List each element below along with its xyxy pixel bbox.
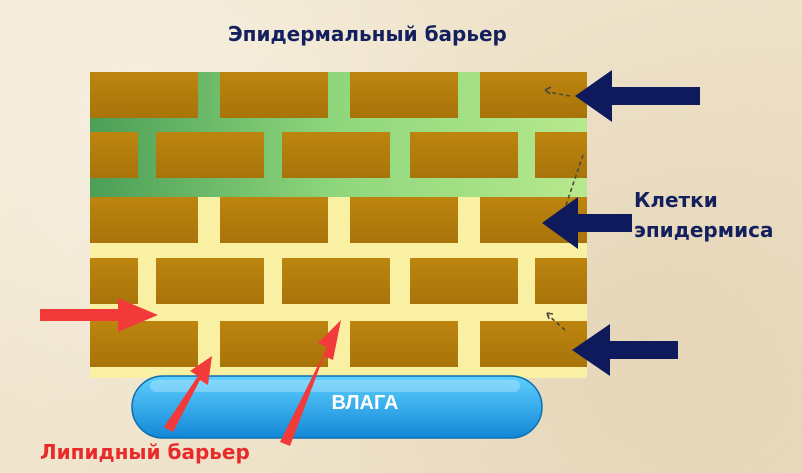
arrow-up-icon — [280, 320, 341, 446]
red-arrows — [40, 298, 341, 446]
diagram-title: Эпидермальный барьер — [228, 22, 507, 46]
moisture-pill — [131, 375, 543, 439]
lipid-barrier-label: Липидный барьер — [40, 440, 250, 464]
brick — [220, 72, 328, 118]
brick — [350, 197, 458, 243]
brick — [480, 72, 587, 118]
brick — [480, 321, 587, 367]
moisture-highlight — [150, 380, 520, 392]
brick — [410, 132, 518, 178]
brick — [156, 258, 264, 304]
brick — [90, 258, 138, 304]
arrow-left-icon — [40, 298, 158, 332]
cells-label-line-2: эпидермиса — [634, 218, 774, 242]
brick — [90, 72, 198, 118]
brick — [535, 258, 587, 304]
epidermis-cells-label: Клетки эпидермиса — [634, 185, 773, 245]
brick — [90, 197, 198, 243]
brick — [156, 132, 264, 178]
brick — [282, 258, 390, 304]
cells-label-line-1: Клетки — [634, 188, 718, 212]
moisture-label: ВЛАГА — [331, 392, 399, 414]
brick — [90, 132, 138, 178]
brick — [350, 321, 458, 367]
navy-arrows — [542, 70, 700, 376]
dashed-flow-lines — [544, 86, 584, 331]
brick — [535, 132, 587, 178]
brick — [220, 321, 328, 367]
arrow-right-icon — [572, 324, 678, 376]
brick — [90, 321, 198, 367]
brick — [220, 197, 328, 243]
arrow-right-icon — [542, 197, 632, 249]
arrow-up-icon — [164, 356, 212, 432]
brick — [410, 258, 518, 304]
brick — [282, 132, 390, 178]
brick — [350, 72, 458, 118]
arrow-right-icon — [575, 70, 700, 122]
brick-wall — [90, 72, 587, 367]
